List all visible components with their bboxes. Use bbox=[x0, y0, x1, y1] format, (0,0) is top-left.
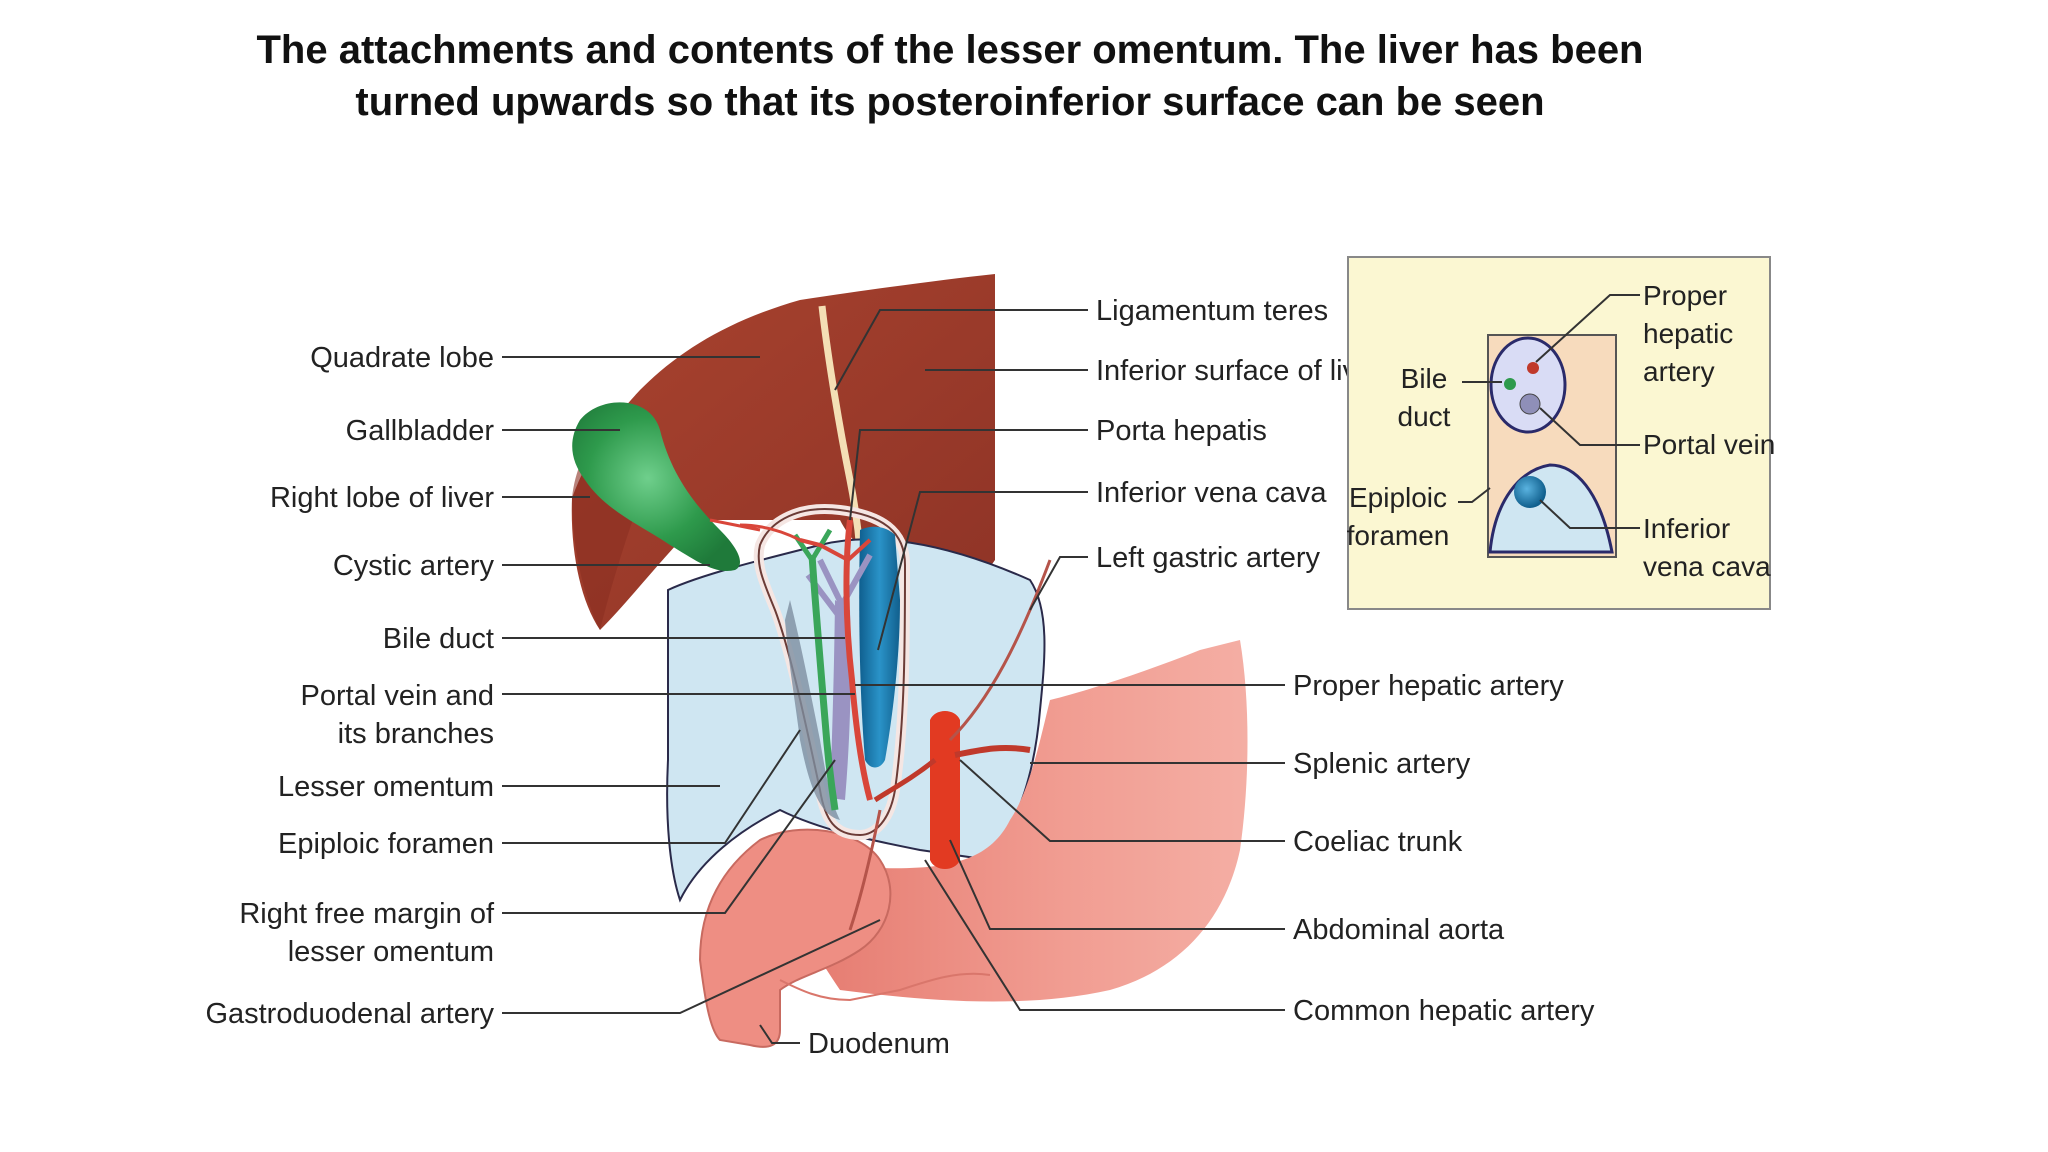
right-free-margin-edge bbox=[757, 508, 907, 837]
title-line-2: turned upwards so that its posteroinferi… bbox=[355, 80, 1545, 124]
gastroduodenal-artery bbox=[848, 809, 882, 931]
title-line-1: The attachments and contents of the less… bbox=[256, 28, 1644, 72]
duodenum bbox=[698, 828, 892, 1048]
label-ivc: Inferior vena cava bbox=[1096, 477, 1327, 509]
label-coeliac-trunk: Coeliac trunk bbox=[1293, 826, 1463, 858]
inset-label-epiploic-1: Epiploic bbox=[1349, 482, 1447, 513]
cystic-artery bbox=[709, 518, 801, 542]
label-abdominal-aorta: Abdominal aorta bbox=[1293, 914, 1505, 946]
inset-ivc bbox=[1514, 476, 1546, 508]
inset-cross-section: Bile duct Epiploic foramen Proper hepati… bbox=[1347, 256, 1775, 610]
inset-proper-hepatic-artery bbox=[1527, 362, 1539, 374]
label-bile-duct: Bile duct bbox=[383, 623, 494, 655]
inset-label-bile-2: duct bbox=[1398, 401, 1451, 432]
common-hepatic-artery bbox=[873, 758, 937, 803]
splenic-artery bbox=[954, 744, 1031, 758]
label-right-free-margin-2: lesser omentum bbox=[288, 936, 494, 968]
duodenum-lower bbox=[779, 972, 991, 1002]
leader-lines-right bbox=[759, 309, 1285, 1044]
label-gallbladder: Gallbladder bbox=[346, 415, 495, 447]
inset-label-proper-2: hepatic bbox=[1643, 318, 1733, 349]
label-right-free-margin-1: Right free margin of bbox=[239, 898, 495, 930]
inset-label-epiploic-2: foramen bbox=[1347, 520, 1450, 551]
portal-vein bbox=[830, 600, 851, 800]
label-right-lobe: Right lobe of liver bbox=[270, 482, 494, 514]
inset-label-ivc-1: Inferior bbox=[1643, 513, 1730, 544]
label-portal-vein-1: Portal vein and bbox=[301, 680, 494, 712]
inset-label-bile-1: Bile bbox=[1401, 363, 1448, 394]
label-proper-hepatic-artery: Proper hepatic artery bbox=[1293, 670, 1564, 702]
label-cystic-artery: Cystic artery bbox=[333, 550, 495, 582]
inset-label-proper-3: artery bbox=[1643, 356, 1715, 387]
leader-lines-left bbox=[502, 356, 881, 1014]
left-gastric-artery bbox=[948, 559, 1052, 742]
inset-free-margin bbox=[1489, 336, 1567, 434]
label-duodenum: Duodenum bbox=[808, 1028, 950, 1060]
label-lesser-omentum: Lesser omentum bbox=[278, 771, 494, 803]
abdominal-aorta bbox=[930, 711, 960, 869]
bile-duct bbox=[808, 554, 839, 811]
gallbladder bbox=[572, 402, 740, 571]
epiploic-foramen-area bbox=[785, 600, 840, 820]
inset-label-ivc-2: vena cava bbox=[1643, 551, 1771, 582]
label-common-hepatic-artery: Common hepatic artery bbox=[1293, 995, 1595, 1027]
stomach bbox=[795, 640, 1248, 1002]
label-epiploic-foramen: Epiploic foramen bbox=[278, 828, 494, 860]
label-ligamentum-teres: Ligamentum teres bbox=[1096, 295, 1328, 327]
inset-label-portal: Portal vein bbox=[1643, 429, 1775, 460]
label-porta-hepatis: Porta hepatis bbox=[1096, 415, 1267, 447]
inset-bile-duct bbox=[1504, 378, 1516, 390]
label-gastroduodenal-artery: Gastroduodenal artery bbox=[205, 998, 494, 1030]
inset-portal-vein bbox=[1519, 393, 1541, 415]
figure-title: The attachments and contents of the less… bbox=[0, 24, 1900, 128]
label-splenic-artery: Splenic artery bbox=[1293, 748, 1471, 780]
label-left-gastric-artery: Left gastric artery bbox=[1096, 542, 1321, 574]
label-inferior-surface: Inferior surface of liver bbox=[1096, 355, 1383, 387]
label-portal-vein-2: its branches bbox=[338, 718, 494, 750]
label-quadrate-lobe: Quadrate lobe bbox=[310, 342, 494, 374]
hepatic-artery-branches bbox=[799, 538, 872, 562]
inset-label-proper-1: Proper bbox=[1643, 280, 1727, 311]
